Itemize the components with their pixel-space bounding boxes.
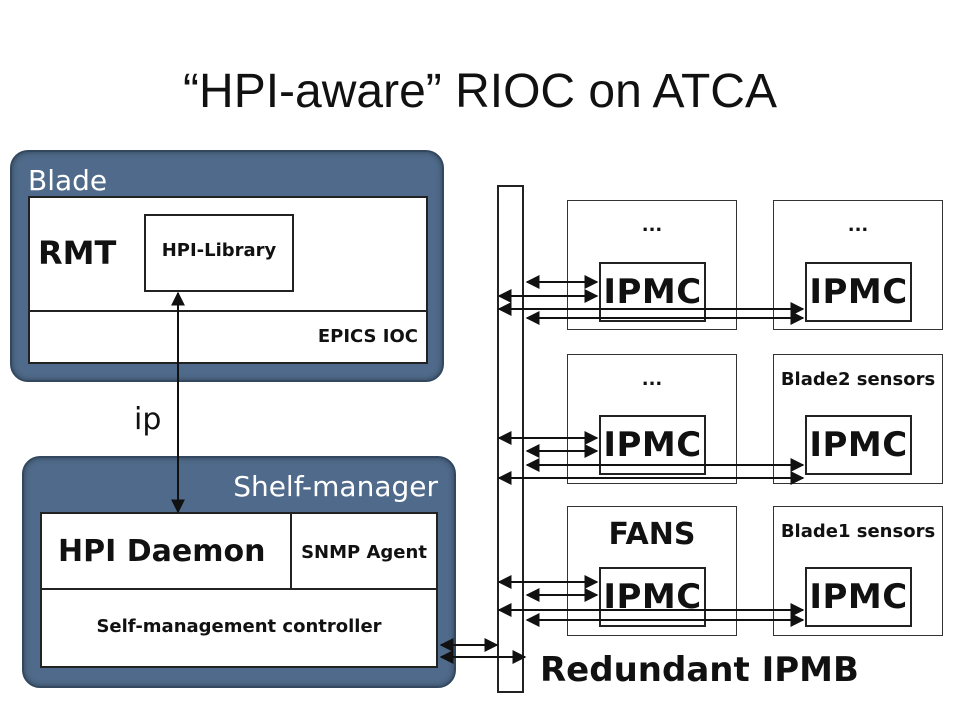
card-label: ... — [641, 215, 663, 236]
blade-panel: Blade RMT HPI-Library EPICS IOC — [10, 150, 444, 382]
ipmc-box: IPMC — [805, 415, 912, 475]
card-label: Blade1 sensors — [780, 521, 936, 542]
self-management-controller-box: Self-management controller — [40, 588, 438, 668]
rmt-box: RMT HPI-Library — [28, 196, 428, 314]
shelf-manager-label: Shelf-manager — [233, 470, 438, 503]
snmp-agent-box: SNMP Agent — [290, 512, 438, 592]
card-label: Blade2 sensors — [780, 369, 936, 390]
card-label: ... — [641, 369, 663, 390]
hpi-library-box: HPI-Library — [144, 214, 294, 292]
ipmc-box: IPMC — [805, 567, 912, 627]
shelf-manager-panel: Shelf-manager HPI Daemon SNMP Agent Self… — [22, 456, 456, 688]
epics-ioc-label: EPICS IOC — [317, 326, 418, 347]
ipmc-box: IPMC — [805, 262, 912, 322]
ip-label: ip — [134, 402, 162, 437]
card-label: ... — [847, 215, 869, 236]
card-label: FANS — [608, 517, 696, 552]
hpi-daemon-box: HPI Daemon — [40, 512, 294, 592]
redundant-ipmb-label: Redundant IPMB — [540, 650, 859, 690]
blade-label: Blade — [28, 164, 108, 197]
slide-title: “HPI-aware” RIOC on ATCA — [183, 65, 777, 118]
rmt-label: RMT — [38, 234, 117, 272]
hpi-library-label: HPI-Library — [161, 240, 277, 261]
snmp-agent-label: SNMP Agent — [301, 542, 427, 563]
epics-ioc-box: EPICS IOC — [28, 310, 428, 364]
self-management-controller-label: Self-management controller — [96, 616, 382, 637]
hpi-daemon-label: HPI Daemon — [58, 534, 266, 569]
